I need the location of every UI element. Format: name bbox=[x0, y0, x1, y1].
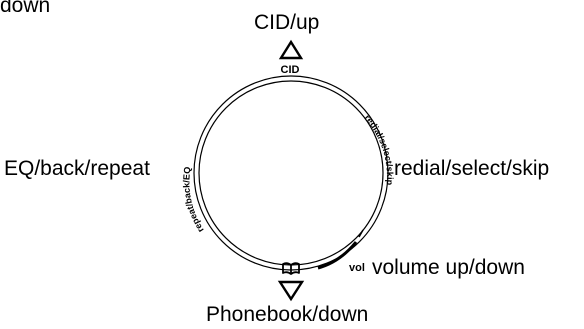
arc-label-right-text: redial/select/skip bbox=[362, 113, 395, 186]
label-down-partial: down bbox=[0, 0, 51, 17]
label-volume-up-down: volume up/down bbox=[372, 256, 525, 279]
dial-inner-ring bbox=[198, 80, 384, 266]
volume-arc-tick bbox=[358, 229, 364, 238]
cid-tag: CID bbox=[281, 64, 300, 76]
label-cid-up: CID/up bbox=[254, 11, 320, 34]
arc-label-right: redial/select/skip bbox=[362, 113, 395, 186]
phonebook-icon bbox=[282, 262, 300, 275]
vol-tag: vol bbox=[349, 262, 365, 274]
label-phonebook-down: Phonebook/down bbox=[206, 303, 369, 326]
volume-arc-line bbox=[317, 241, 358, 270]
dial-outer-ring bbox=[193, 75, 389, 271]
up-triangle-icon bbox=[278, 39, 304, 60]
down-triangle-icon bbox=[277, 280, 305, 302]
label-eq-back-repeat: EQ/back/repeat bbox=[4, 157, 150, 180]
label-redial-select-skip: redial/select/skip bbox=[394, 157, 550, 180]
